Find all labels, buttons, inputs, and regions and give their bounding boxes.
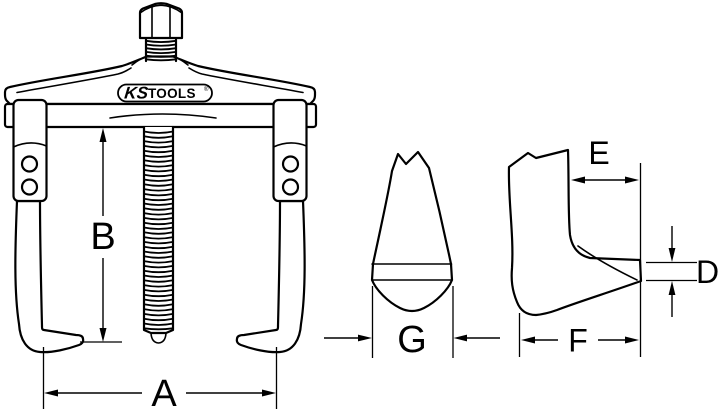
arm-right-hole-bottom [281, 178, 300, 196]
dim-a-arrow-right [262, 389, 276, 397]
dim-d-ext-lines [646, 261, 697, 282]
logo-pill [117, 83, 213, 103]
dim-g-arrow-left [358, 334, 372, 342]
spindle-thread-lines [143, 130, 174, 331]
arm-left-lower [14, 199, 85, 354]
logo-text-tools: TOOLS [148, 86, 196, 101]
dim-e-arrow-left [571, 176, 585, 184]
arm-right-block-curve [272, 142, 308, 148]
dim-a-arrow-left [44, 389, 58, 397]
yoke-inner-line-right [188, 67, 304, 94]
yoke-inner-line-left [16, 67, 132, 94]
dim-label-a: A [151, 373, 177, 411]
arm-right-lower [235, 199, 306, 354]
arm-left-hole-bottom [20, 178, 39, 196]
spindle-tip-nub [150, 332, 167, 344]
spindle-tip-band-lines [371, 263, 453, 281]
claw-inner-fillet-line [577, 245, 638, 281]
dim-g-arrow-right [453, 334, 467, 342]
claw-outline [507, 148, 643, 317]
hex-head-body [138, 2, 184, 40]
dim-b-arrow-down [99, 328, 107, 342]
dim-B: B [80, 128, 122, 343]
spindle-tip-figure: G [324, 150, 500, 361]
dim-label-b: B [90, 216, 115, 258]
dim-b-arrow-up [99, 128, 107, 142]
claw-hook-figure: E D F [507, 135, 719, 359]
dim-D: D [646, 226, 719, 317]
threaded-spindle [142, 125, 175, 344]
dim-F: F [518, 313, 639, 359]
dim-e-arrow-right [625, 176, 639, 184]
arm-right-hole-top [281, 155, 300, 173]
dim-E: E [571, 135, 642, 357]
upper-thread-lines [145, 39, 177, 62]
dim-A: A [42, 347, 278, 411]
crossbar-rail [3, 102, 318, 129]
logo-registered-mark: ® [204, 86, 209, 93]
dim-label-f: F [568, 323, 588, 359]
hex-head-facet-lines [151, 5, 171, 39]
rail-curve-detail [109, 113, 217, 119]
arm-left-block [12, 98, 48, 203]
dim-label-d: D [696, 254, 719, 290]
spindle-tip-outline [370, 150, 454, 313]
ks-tools-logo: KS TOOLS ® [117, 83, 213, 103]
puller-arm-right [235, 98, 308, 354]
arm-right-block [272, 98, 308, 203]
upper-thread-edges [144, 38, 178, 63]
puller-arm-left [12, 98, 85, 354]
arm-left-block-curve [12, 142, 48, 148]
dim-a-ext-lines [42, 347, 278, 409]
arm-left-hole-top [20, 155, 39, 173]
dim-g-ext-lines [371, 286, 454, 358]
dim-label-e: E [588, 135, 609, 171]
dim-d-arrow-bottom [668, 281, 676, 295]
dim-label-g: G [397, 319, 427, 361]
spindle-top [138, 2, 184, 63]
dim-f-arrow-left [521, 336, 535, 344]
hex-head-top-chamfer [139, 4, 183, 14]
puller-figure: KS TOOLS ® [3, 2, 318, 411]
dim-f-arrow-right [625, 336, 639, 344]
logo-text-ks: KS [124, 84, 150, 103]
dim-G: G [324, 286, 500, 361]
dim-d-arrow-top [668, 248, 676, 262]
